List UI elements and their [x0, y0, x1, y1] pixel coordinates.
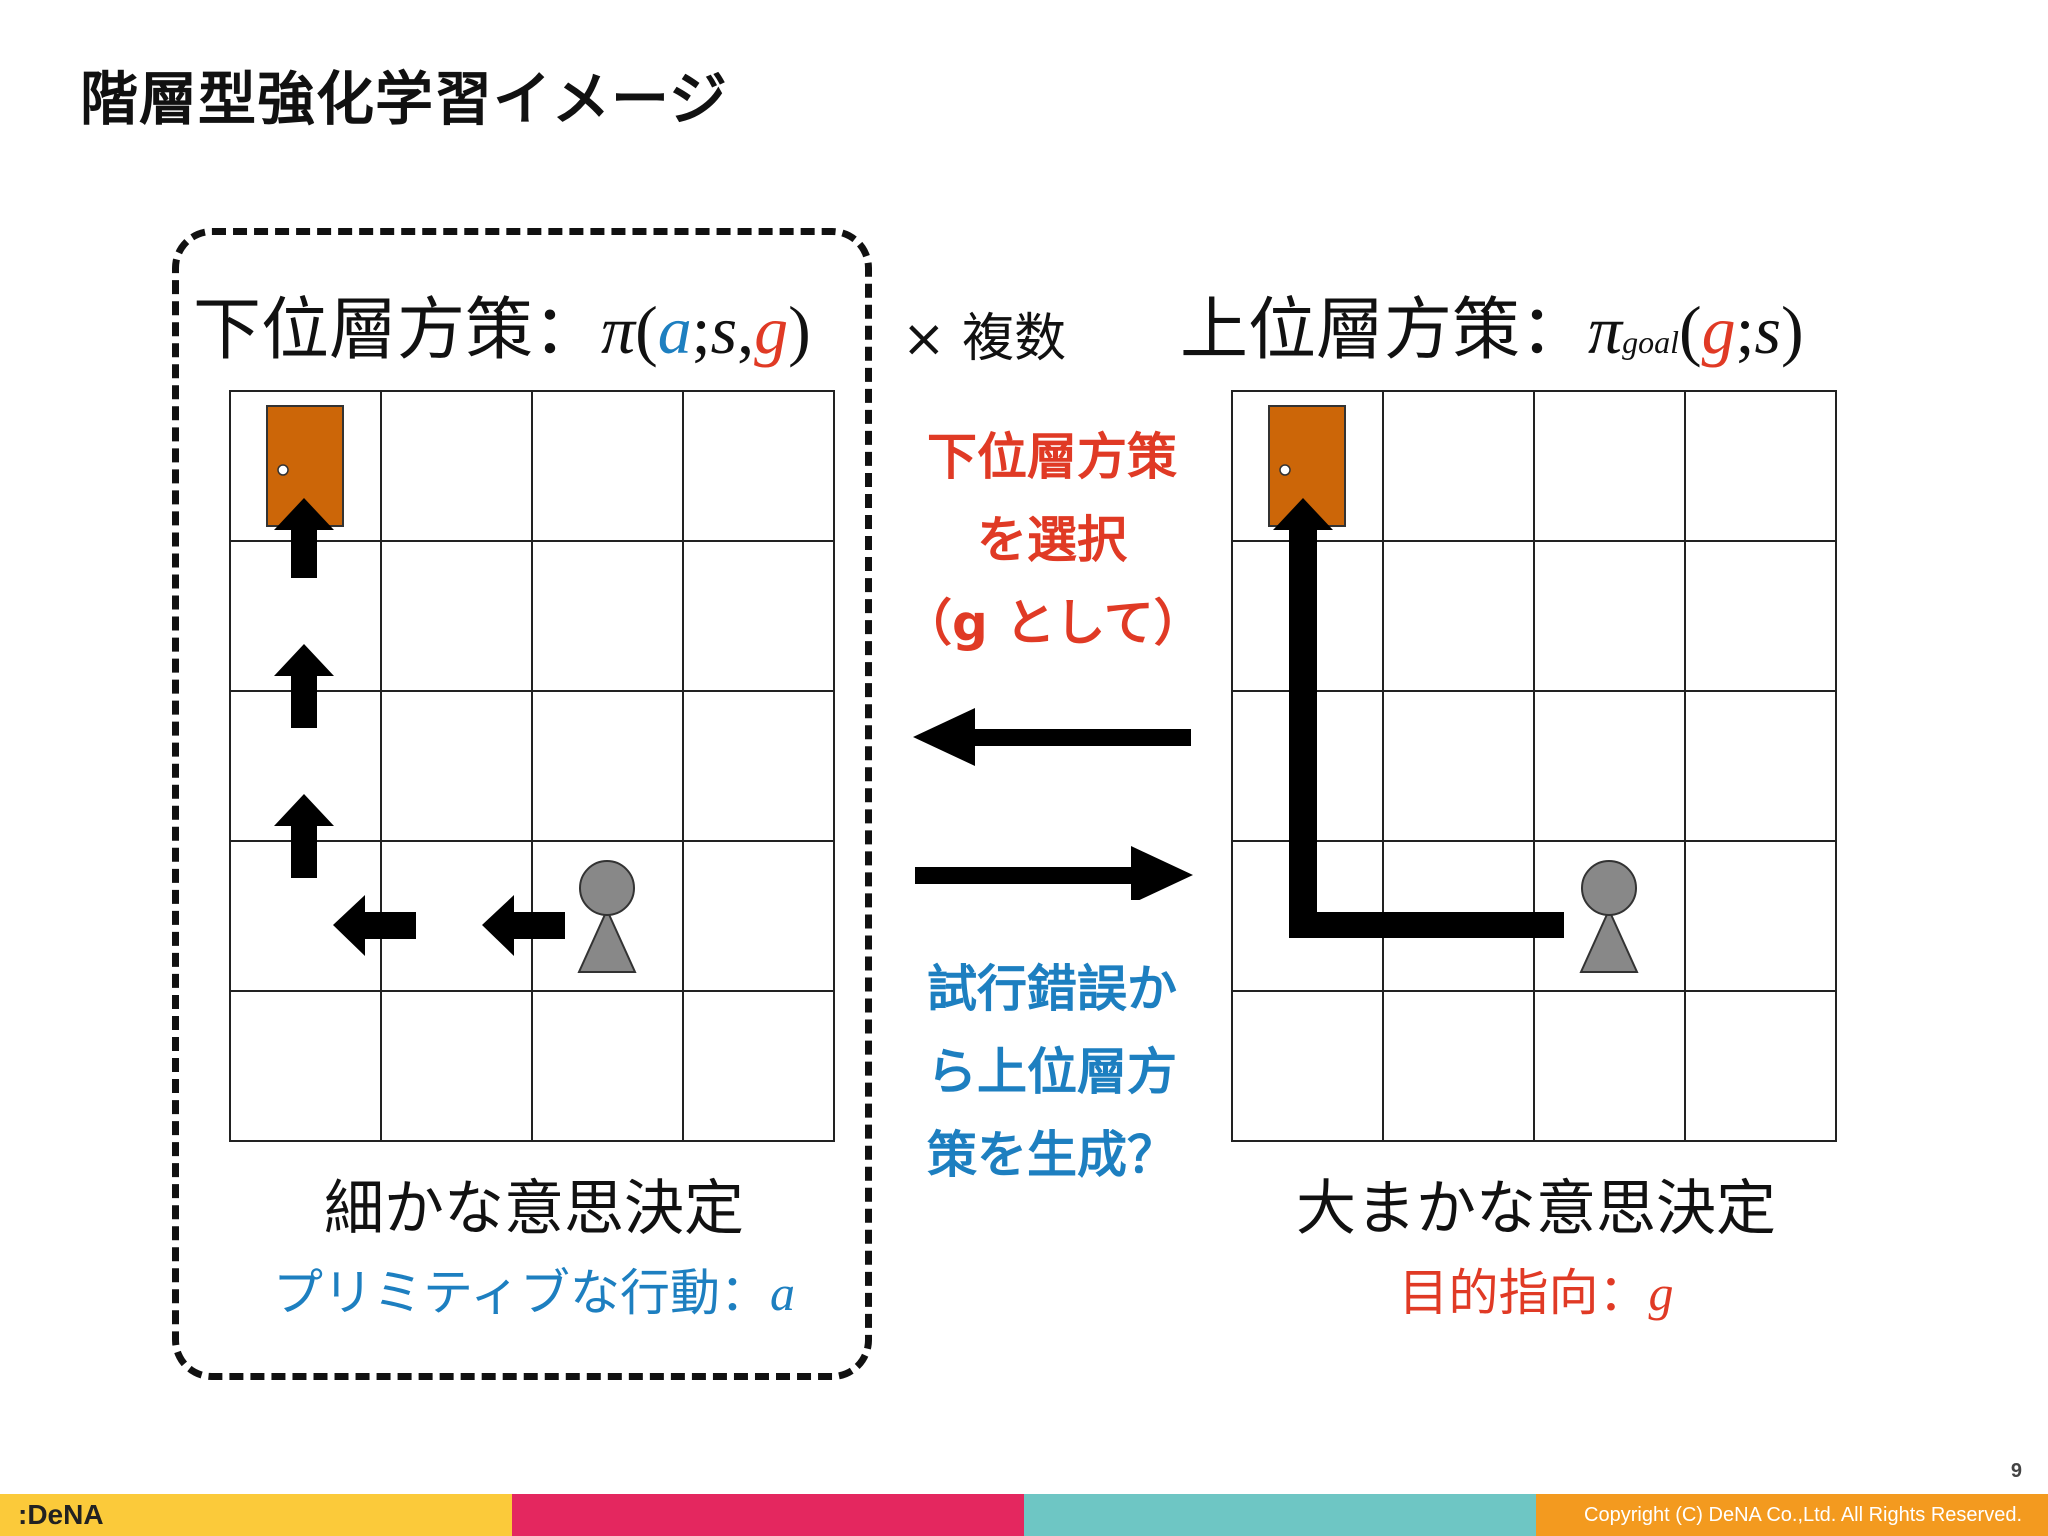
lower-policy-heading: 下位層方策：π(a;s,g)	[193, 296, 811, 365]
footer-segment-orange	[1536, 1494, 2048, 1536]
generate-upper-policy-line: ら上位層方	[927, 1043, 1177, 1101]
right-subcaption-text: 目的指向：	[1398, 1264, 1649, 1322]
left-subcaption: プリミティブな行動：a	[229, 1253, 839, 1325]
left-subcaption-text: プリミティブな行動：	[273, 1264, 770, 1322]
upper-policy-subscript: goal	[1622, 324, 1679, 360]
left-caption: 細かな意思決定	[324, 1174, 744, 1244]
lower-policy-sep1: ;	[691, 292, 711, 368]
lower-policy-close: )	[788, 292, 811, 368]
up-arrow-icon	[274, 794, 334, 878]
grid-cell	[684, 842, 835, 992]
upper-policy-open: (	[1678, 292, 1702, 368]
select-lower-policy-label: 下位層方策 を選択 （g として）	[902, 416, 1204, 665]
agent-icon	[577, 860, 637, 973]
left-arrow-icon	[333, 895, 416, 956]
lower-policy-s: s	[710, 292, 738, 368]
grid-cell	[684, 542, 835, 692]
lower-policy-group-box	[172, 228, 872, 1380]
grid-cell	[1686, 842, 1837, 992]
left-arrow-icon	[482, 895, 565, 956]
grid-cell	[1686, 992, 1837, 1142]
grid-cell	[1535, 692, 1686, 842]
lower-policy-a: a	[657, 292, 692, 368]
dena-logo: :DeNA	[18, 1499, 104, 1530]
right-gridworld-overlay	[1268, 405, 1639, 973]
upper-policy-pi: π	[1588, 292, 1623, 368]
select-lower-policy-line: （g として）	[902, 594, 1204, 652]
left-subcaption-var: a	[770, 1265, 795, 1321]
grid-cell	[533, 392, 684, 542]
multiplier-label: × 複数	[902, 309, 1067, 369]
grid-cell	[684, 992, 835, 1142]
slide-title: 階層型強化学習イメージ	[80, 65, 728, 133]
generate-upper-policy-label: 試行錯誤か ら上位層方 策を生成？	[902, 948, 1202, 1197]
grid-cell	[533, 542, 684, 692]
grid-cell	[1384, 392, 1535, 542]
copyright-text: Copyright (C) DeNA Co.,Ltd. All Rights R…	[1584, 1504, 2022, 1526]
page-number: 9	[2010, 1460, 2022, 1482]
grid-cell	[231, 992, 382, 1142]
grid-cell	[1535, 842, 1686, 992]
grid-cell	[1384, 542, 1535, 692]
grid-cell	[1686, 392, 1837, 542]
agent-icon	[1579, 860, 1639, 973]
footer-segment-pink	[512, 1494, 1024, 1536]
grid-cell	[533, 692, 684, 842]
grid-cell	[533, 992, 684, 1142]
grid-cell	[382, 992, 533, 1142]
grid-cell	[1535, 392, 1686, 542]
grid-cell	[684, 692, 835, 842]
left-arrow-icon	[913, 708, 1191, 766]
upper-policy-close: )	[1781, 292, 1804, 368]
lower-policy-sep2: ,	[737, 292, 755, 368]
grid-cell	[382, 392, 533, 542]
up-arrow-icon	[274, 644, 334, 728]
upper-policy-g: g	[1701, 292, 1736, 368]
footer-bar	[0, 1494, 2048, 1536]
up-arrow-icon	[274, 498, 334, 578]
grid-cell	[1384, 692, 1535, 842]
upper-policy-s: s	[1754, 292, 1782, 368]
generate-upper-policy-line: 策を生成？	[927, 1126, 1177, 1184]
grid-cell	[382, 692, 533, 842]
select-lower-policy-line: を選択	[977, 511, 1127, 569]
grid-cell	[1686, 542, 1837, 692]
upper-policy-label: 上位層方策：	[1180, 291, 1589, 370]
lower-policy-pi: π	[601, 292, 636, 368]
grid-cell	[1384, 992, 1535, 1142]
grid-cell	[684, 392, 835, 542]
lower-policy-g: g	[754, 292, 789, 368]
right-subcaption-var: g	[1648, 1265, 1674, 1321]
grid-cell	[382, 542, 533, 692]
footer-segment-yellow	[0, 1494, 512, 1536]
right-caption: 大まかな意思決定	[1296, 1174, 1776, 1244]
right-arrow-icon	[915, 846, 1193, 900]
upper-policy-sep: ;	[1735, 292, 1755, 368]
grid-cell	[1535, 542, 1686, 692]
grid-cell	[1686, 692, 1837, 842]
lower-policy-label: 下位層方策：	[193, 291, 602, 370]
select-lower-policy-line: 下位層方策	[927, 428, 1177, 486]
right-subcaption: 目的指向：g	[1231, 1253, 1841, 1325]
l-path-arrow-icon	[1273, 498, 1564, 938]
grid-cell	[1535, 992, 1686, 1142]
upper-policy-heading: 上位層方策：πgoal(g;s)	[1180, 296, 1804, 365]
center-arrows	[913, 708, 1193, 900]
grid-cell	[533, 842, 684, 992]
grid-cell	[1233, 992, 1384, 1142]
footer-segment-teal	[1024, 1494, 1536, 1536]
left-gridworld-overlay	[266, 405, 637, 973]
generate-upper-policy-line: 試行錯誤か	[927, 960, 1177, 1018]
lower-policy-open: (	[635, 292, 658, 368]
